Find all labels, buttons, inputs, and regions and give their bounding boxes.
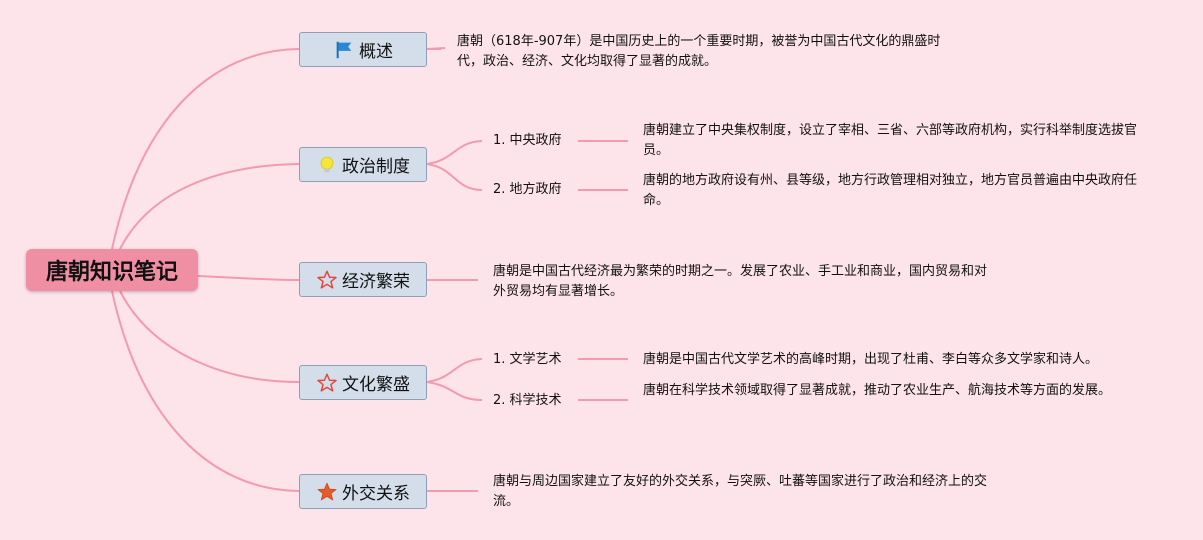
link-culture-sub2 [426,381,483,401]
flag-icon [333,39,355,61]
star-outline-icon [316,372,338,394]
sub-central-government[interactable]: 1. 中央政府 [493,133,562,148]
link-root-politics [119,163,300,250]
link-root-overview [111,48,300,250]
branch-economy[interactable]: 经济繁荣 [299,262,427,297]
central-government-desc: 唐朝建立了中央集权制度，设立了宰相、三省、六部等政府机构，实行科举制度选拔官员。 [643,123,1138,158]
branch-label: 经济繁荣 [342,272,410,292]
link-overview-desc [426,47,446,50]
science-technology-desc: 唐朝在科学技术领域取得了显著成就，推动了农业生产、航海技术等方面的发展。 [643,383,1112,398]
star-outline-icon [316,269,338,291]
branch-label: 文化繁盛 [342,375,410,395]
local-government-desc: 唐朝的地方政府设有州、县等级，地方行政管理相对独立，地方官员普遍由中央政府任命。 [643,173,1138,208]
link-culture-sub1 [426,358,483,383]
lightbulb-icon [316,154,338,176]
branch-label: 政治制度 [342,157,410,177]
economy-desc: 唐朝是中国古代经济最为繁荣的时期之一。发展了农业、手工业和商业，国内贸易和对外贸… [493,264,988,299]
sub-literature-art[interactable]: 1. 文学艺术 [493,352,562,367]
sub-local-government[interactable]: 2. 地方政府 [493,182,562,197]
overview-desc: 唐朝（618年-907年）是中国历史上的一个重要时期，被誉为中国古代文化的鼎盛时… [457,34,941,69]
branch-diplomacy[interactable]: 外交关系 [299,474,427,509]
star-filled-icon [316,481,338,503]
literature-art-desc: 唐朝是中国古代文学艺术的高峰时期，出现了杜甫、李白等众多文学家和诗人。 [643,352,1099,367]
branch-culture[interactable]: 文化繁盛 [299,365,427,400]
link-root-economy [197,275,300,281]
root-node[interactable]: 唐朝知识笔记 [26,249,198,291]
link-politics-sub1 [426,140,483,165]
link-politics-sub2 [426,163,483,191]
link-root-culture [119,290,300,383]
branch-label: 概述 [359,42,393,62]
branch-label: 外交关系 [342,484,410,504]
root-title: 唐朝知识笔记 [45,260,178,285]
sub-science-technology[interactable]: 2. 科学技术 [493,393,562,408]
branch-politics[interactable]: 政治制度 [299,147,427,182]
link-root-diplomacy [111,290,300,492]
diplomacy-desc: 唐朝与周边国家建立了友好的外交关系，与突厥、吐蕃等国家进行了政治和经济上的交流。 [493,474,988,509]
branch-overview[interactable]: 概述 [299,32,427,67]
